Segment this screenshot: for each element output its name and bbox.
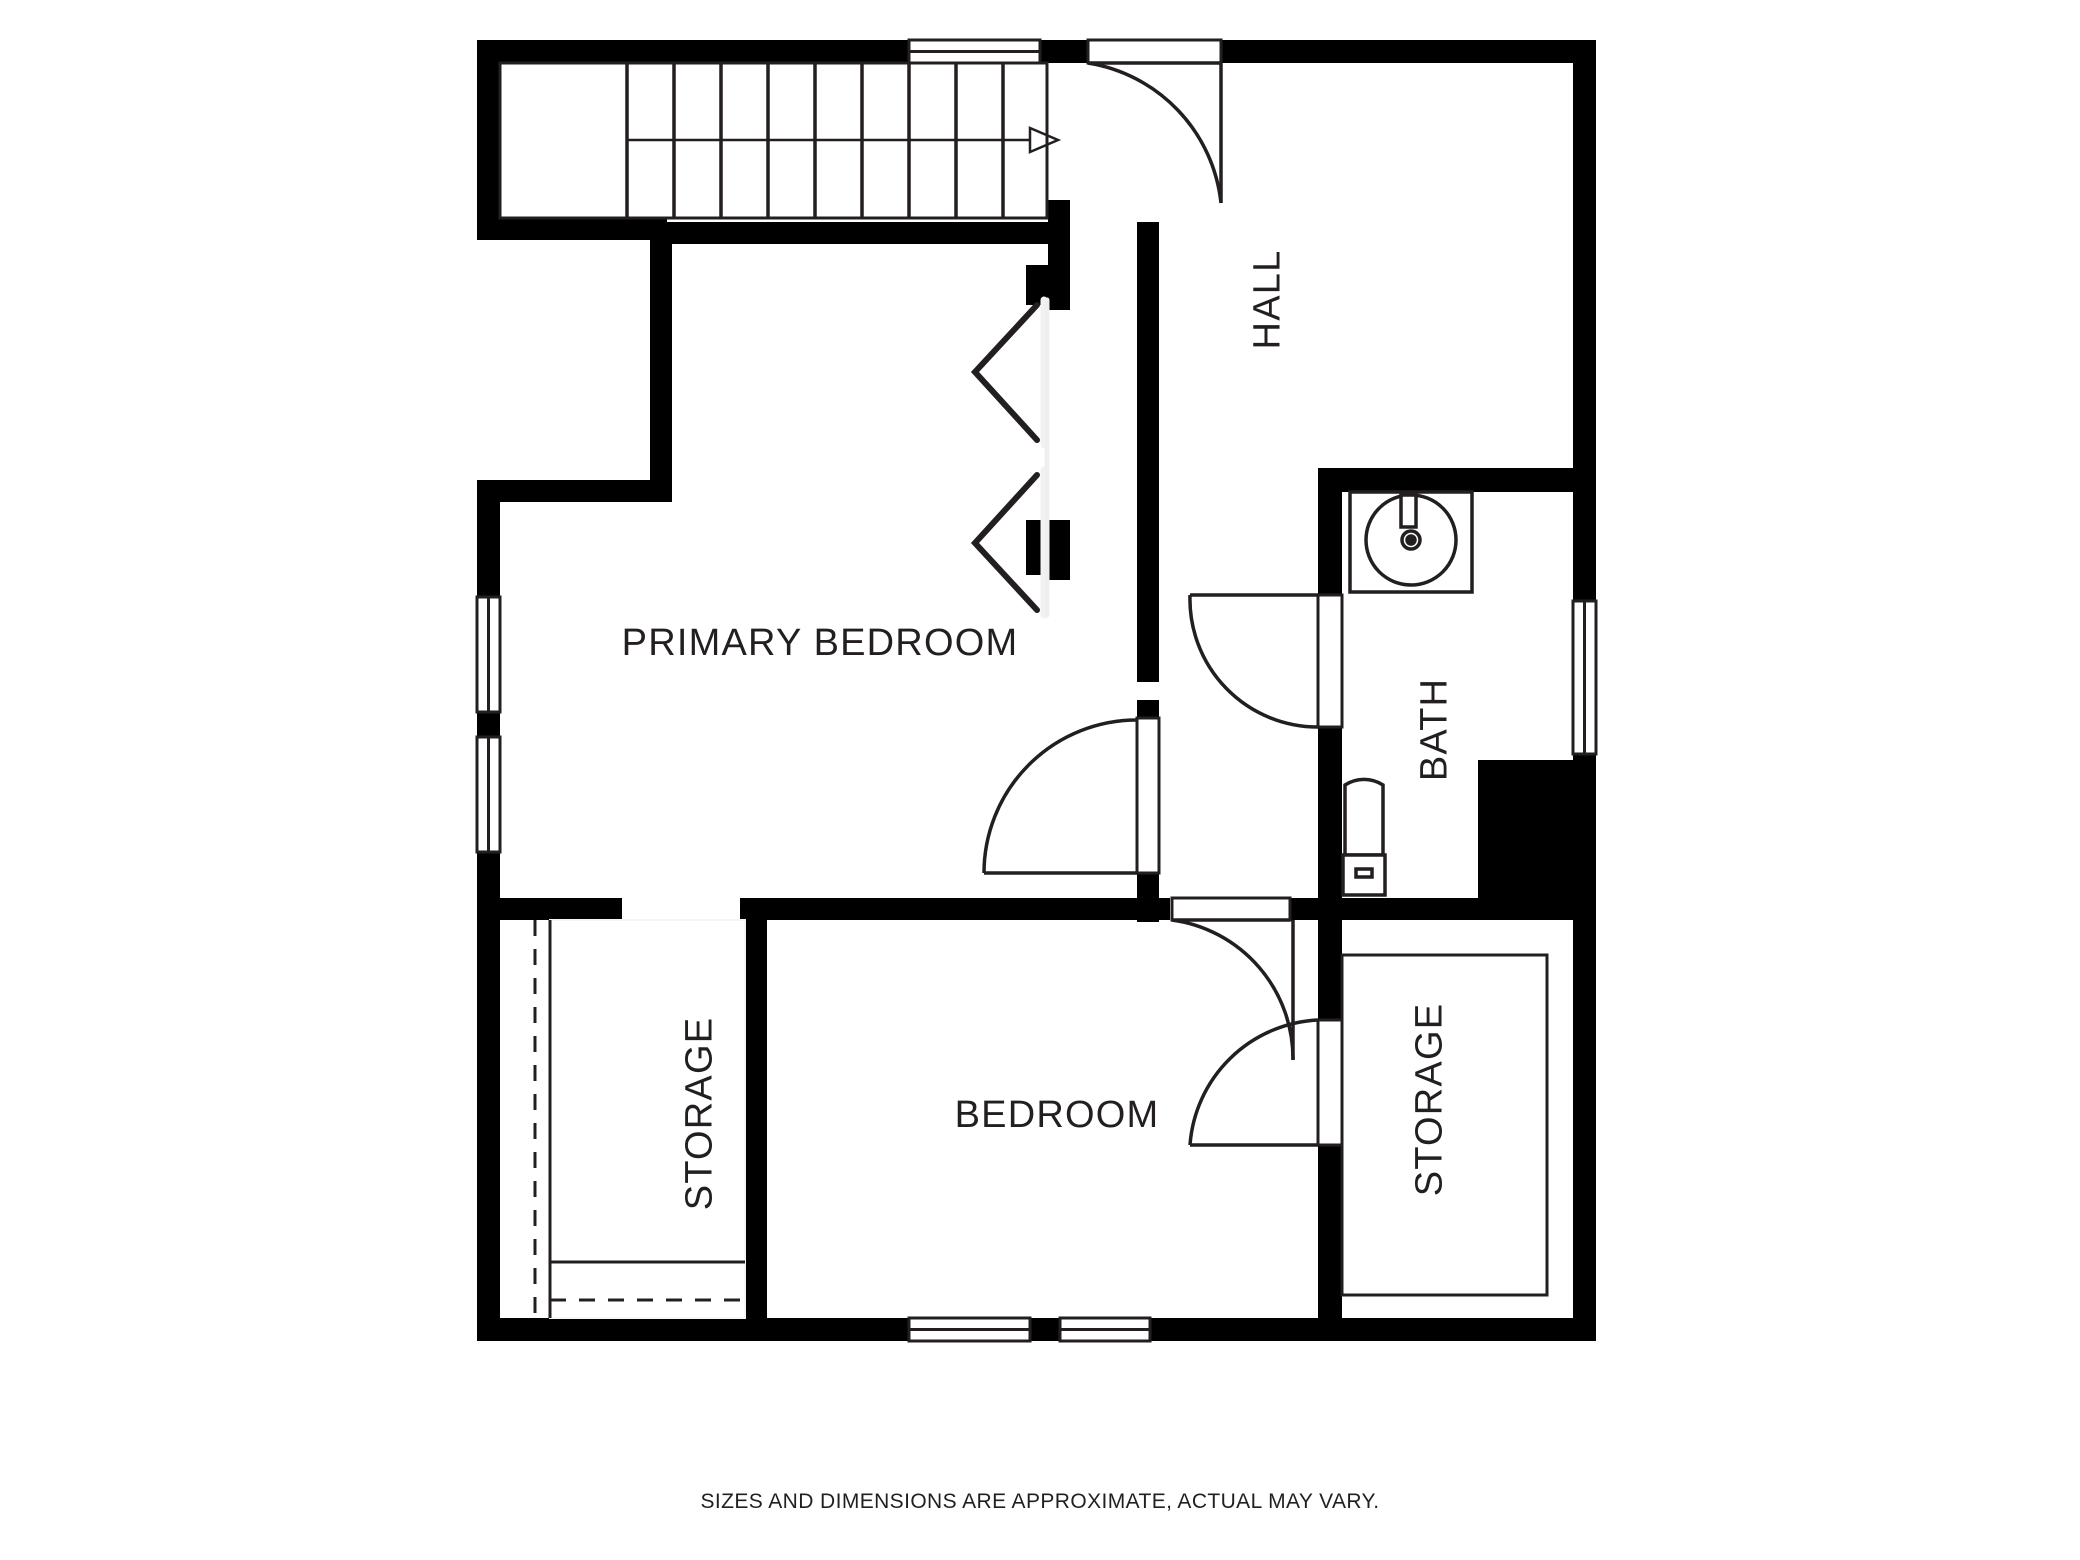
vanity-sink [1348,490,1474,594]
door-bath [1188,593,1344,729]
door-bedroom-top [1170,896,1295,1061]
staircase [498,61,1062,220]
wall-mid-horizontal-left [477,898,622,920]
wall-bath-top [1318,468,1596,492]
room-label-hall: HALL [1246,249,1289,350]
wall-top-right [1221,40,1596,63]
swing-door-group [982,38,1344,1147]
window-group [475,38,1598,1343]
room-label-storage-right: STORAGE [1408,1002,1451,1197]
wall-closet-east-2 [1048,520,1070,580]
window-bottom-left [907,1316,1032,1343]
wall-bottom-left [477,1318,909,1341]
wall-stairbay-bottom [477,218,667,240]
bifold-door-upper-icon [970,296,1048,449]
window-left-upper [475,595,502,714]
room-label-bath: BATH [1413,677,1456,782]
closet-bifold-doors [970,296,1050,619]
disclaimer-caption: SIZES AND DIMENSIONS ARE APPROXIMATE, AC… [700,1490,1380,1513]
toilet [1341,777,1387,897]
stair-direction-arrow-icon [627,126,1062,154]
wall-closet-east [1048,240,1070,310]
wall-bottom-right [1150,1318,1596,1341]
wall-pb-top [650,222,1070,244]
door-hall-entry [1086,38,1223,204]
wall-mid-horizontal-right [1320,898,1596,920]
wall-top-mid [1040,40,1090,63]
wall-pb-east [1137,222,1159,682]
wall-bottom-mid [1030,1318,1060,1341]
toilet-flush-icon [1354,867,1374,879]
storage-right-details [1340,953,1549,1297]
wall-bedroom-stub [1318,960,1342,1020]
wall-mid-horizontal-mid [740,898,1170,920]
wall-bath-solid-block [1478,760,1596,900]
window-top-stair [907,38,1042,65]
bifold-door-lower-icon [970,466,1048,619]
room-label-storage-left: STORAGE [678,1016,721,1211]
wall-left-stairbay [477,40,500,240]
wall-top-left [477,40,909,63]
bath-fixtures [1341,490,1474,897]
faucet-icon [1399,493,1418,529]
wall-pb-left-upper [650,222,672,502]
wall-pb-jog-west [477,480,672,502]
window-right-bath [1571,599,1598,756]
room-label-primary-bedroom: PRIMARY BEDROOM [621,622,1019,664]
window-bottom-right [1058,1316,1152,1343]
storage-left-details [533,919,746,1319]
wall-bedroom-east-upper [1137,900,1159,922]
storage-right-inner-rect [1340,953,1549,1297]
door-bedroom-right [1188,1018,1344,1147]
window-left-lower [475,735,502,854]
room-label-bedroom: BEDROOM [954,1094,1160,1136]
wall-storage-left-east [745,898,767,1341]
wall-group [477,40,1596,1341]
door-primary-bedroom [982,716,1161,875]
